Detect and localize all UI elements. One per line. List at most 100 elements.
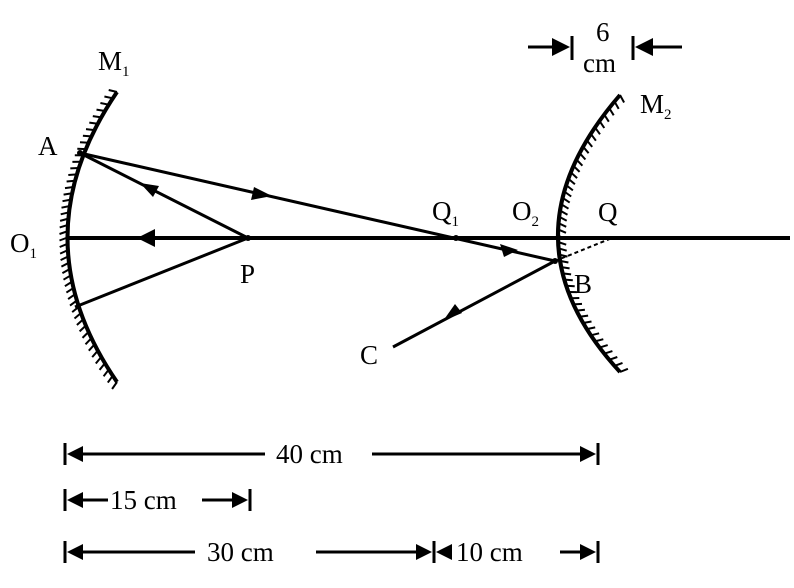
label-o2: O2 <box>512 196 539 230</box>
hatch-mark <box>68 173 77 176</box>
hatch-mark <box>570 171 578 179</box>
hatch-mark <box>78 324 87 333</box>
hatch-mark <box>71 305 80 313</box>
dimension-6cm-unit: cm <box>583 48 616 78</box>
mirror-m2-arc <box>556 93 622 374</box>
hatch-mark <box>590 332 600 337</box>
hatch-mark <box>96 108 106 112</box>
hatch-mark <box>89 121 98 125</box>
dimension-30cm-label: 30 cm <box>207 537 274 567</box>
hatch-mark <box>575 158 584 167</box>
hatch-mark <box>558 253 568 258</box>
label-p: P <box>240 259 255 289</box>
hatch-mark <box>573 302 583 306</box>
hatch-mark <box>104 95 114 100</box>
hatch-mark <box>561 266 570 270</box>
axis-arrow-left <box>137 229 155 247</box>
hatch-mark <box>63 192 73 196</box>
hatch-mark <box>557 241 567 246</box>
dimension-15cm-label: 15 cm <box>110 485 177 515</box>
hatch-mark <box>59 236 68 242</box>
hatch-mark <box>64 186 74 190</box>
hatch-mark <box>91 350 99 358</box>
hatch-mark <box>563 190 572 198</box>
hatch-mark <box>60 211 70 216</box>
hatch-mark <box>62 274 72 281</box>
hatch-mark <box>88 343 96 352</box>
hatch-mark <box>66 179 76 183</box>
dimension-10cm: 10 cm <box>436 537 600 567</box>
ray-a-to-b <box>79 151 556 263</box>
ray-p-to-m1-lower <box>74 236 249 309</box>
mirror-m2-hatching <box>557 94 629 373</box>
hatch-mark <box>589 133 597 142</box>
hatch-mark <box>59 217 69 222</box>
label-o1: O1 <box>10 228 37 262</box>
hatch-mark <box>61 268 71 274</box>
hatch-mark <box>59 230 68 235</box>
hatch-mark <box>98 362 106 371</box>
hatch-mark <box>61 205 71 209</box>
label-b: B <box>574 269 592 299</box>
hatch-mark <box>582 320 592 324</box>
hatch-mark <box>108 89 118 93</box>
hatch-mark <box>559 209 568 216</box>
hatch-mark <box>576 308 585 312</box>
hatch-mark <box>619 367 629 373</box>
hatch-mark <box>614 361 623 367</box>
hatch-mark <box>586 326 596 331</box>
hatch-mark <box>100 102 109 106</box>
hatch-mark <box>603 350 613 355</box>
hatch-mark <box>92 115 102 119</box>
dimension-40cm-label: 40 cm <box>276 439 343 469</box>
label-q1: Q1 <box>432 196 459 230</box>
hatch-mark <box>594 126 601 135</box>
dimension-40cm: 40 cm <box>63 439 600 469</box>
ray-b-c-arrow <box>443 304 462 321</box>
hatch-mark <box>594 338 604 343</box>
ray-b-to-q-dashed <box>554 237 613 262</box>
dimension-30cm: 30 cm <box>63 537 436 567</box>
label-m1: M1 <box>98 46 130 80</box>
hatch-mark <box>111 381 118 390</box>
label-c: C <box>360 340 378 370</box>
hatch-mark <box>85 128 95 132</box>
hatch-mark <box>582 146 590 154</box>
hatch-mark <box>558 247 567 252</box>
point-a-dot <box>77 150 83 156</box>
mirror-m2 <box>556 93 629 374</box>
hatch-mark <box>62 198 72 203</box>
hatch-mark <box>73 312 82 320</box>
point-p-dot <box>245 235 251 241</box>
hatch-mark <box>64 280 73 288</box>
ray-p-a-arrow <box>140 183 159 197</box>
hatch-mark <box>578 152 587 161</box>
ray-b-to-c <box>392 259 556 349</box>
hatch-mark <box>558 222 567 228</box>
hatch-mark <box>608 356 618 361</box>
hatch-mark <box>619 94 625 103</box>
dimension-15cm: 15 cm <box>63 485 252 515</box>
hatch-mark <box>60 255 69 262</box>
hatch-mark <box>102 368 110 377</box>
point-q1-dot <box>453 235 459 241</box>
hatch-mark <box>81 331 90 339</box>
label-m2: M2 <box>640 89 672 123</box>
hatch-mark <box>79 141 89 144</box>
hatch-mark <box>562 272 572 276</box>
hatch-mark <box>567 177 576 186</box>
label-a: A <box>38 131 58 161</box>
hatch-mark <box>586 139 593 148</box>
hatch-mark <box>557 228 567 234</box>
hatch-mark <box>562 196 571 204</box>
hatch-mark <box>65 287 75 294</box>
hatch-mark <box>82 134 92 138</box>
hatch-mark <box>559 259 569 264</box>
hatch-mark <box>608 107 615 116</box>
hatch-mark <box>572 165 581 173</box>
hatch-mark <box>59 249 69 255</box>
hatch-mark <box>106 375 114 384</box>
hatch-mark <box>59 242 68 248</box>
hatch-mark <box>564 278 573 282</box>
